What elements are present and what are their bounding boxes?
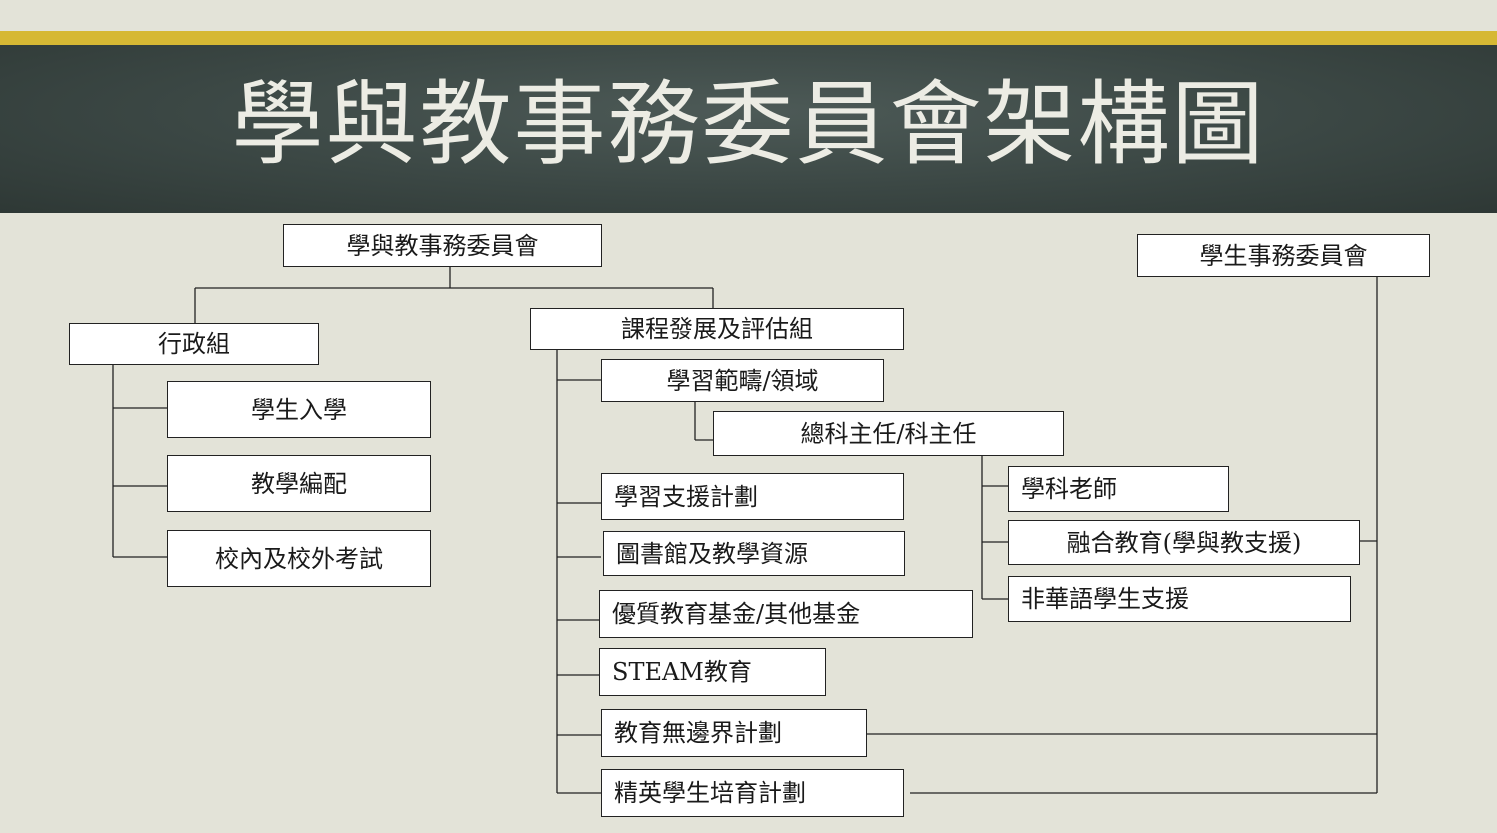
node-admin-child: 學生入學 [167, 381, 431, 438]
node-curriculum: 課程發展及評估組 [530, 308, 904, 350]
node-curriculum-child: 圖書館及教學資源 [603, 531, 905, 576]
node-panel-child: 學科老師 [1008, 466, 1229, 512]
node-student-affairs: 學生事務委員會 [1137, 234, 1430, 277]
node-curriculum-child: 學習支援計劃 [601, 473, 904, 520]
node-admin-child: 教學編配 [167, 455, 431, 512]
title-banner [0, 45, 1497, 213]
node-curriculum-child: 教育無邊界計劃 [601, 709, 867, 757]
node-root: 學與教事務委員會 [283, 224, 602, 267]
node-curriculum-child: 優質教育基金/其他基金 [599, 590, 973, 638]
node-curriculum-child: 精英學生培育計劃 [601, 769, 904, 817]
accent-bar [0, 31, 1497, 45]
node-kla: 學習範疇/領域 [601, 359, 884, 402]
page-title: 學與教事務委員會架構圖 [231, 71, 1266, 178]
node-curriculum-child: STEAM教育 [599, 648, 826, 696]
node-admin-child: 校內及校外考試 [167, 530, 431, 587]
node-panel-child: 非華語學生支援 [1008, 576, 1351, 622]
node-panel-child: 融合教育(學與教支援) [1008, 520, 1360, 565]
node-panel-head: 總科主任/科主任 [713, 411, 1064, 456]
node-admin: 行政組 [69, 323, 319, 365]
